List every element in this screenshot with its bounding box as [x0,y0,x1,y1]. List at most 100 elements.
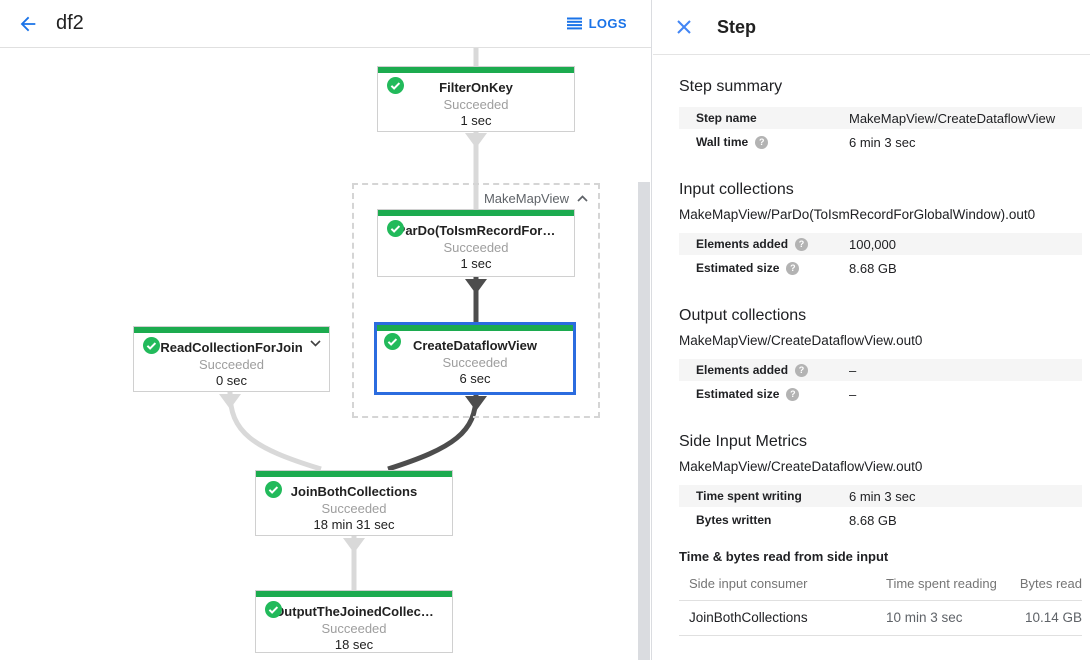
help-icon[interactable]: ? [795,363,809,377]
node-title: ReadCollectionForJoin [160,340,303,355]
collection-name: MakeMapView/CreateDataflowView.out0 [679,459,923,474]
node-title: OutputTheJoinedCollec… [274,604,434,619]
detail-row-estimated-size: Estimated size? 8.68 GB [679,257,1082,279]
row-label: Time spent writing [696,489,802,503]
row-label: Bytes written [696,513,772,527]
node-status: Succeeded [443,240,509,255]
graph-scrollbar-thumb[interactable] [638,182,650,660]
row-value: – [849,362,857,378]
row-value: 6 min 3 sec [849,488,916,504]
row-value: – [849,386,857,402]
node-title: FilterOnKey [439,80,513,95]
row-value: 6 min 3 sec [849,134,916,150]
row-label: Estimated size [696,387,780,401]
node-status: Succeeded [442,355,508,370]
job-graph-canvas: MakeMapView FilterOnKey Succeeded 1 sec [0,48,651,660]
close-icon [677,20,691,34]
arrowhead-join [343,538,365,553]
step-panel-header: Step [653,0,1090,55]
logs-list-icon [566,17,582,30]
column-header-bytes-read: Bytes read [1019,576,1082,591]
node-time: 1 sec [460,256,492,271]
cell-time-reading: 10 min 3 sec [886,610,963,625]
side-input-table-heading: Time & bytes read from side input [679,549,889,564]
step-summary-section: Step summary Step name MakeMapView/Creat… [679,78,1082,153]
logs-button-label: LOGS [588,16,627,31]
node-time: 6 sec [459,371,491,386]
collection-name: MakeMapView/CreateDataflowView.out0 [679,333,923,348]
collection-name: MakeMapView/ParDo(ToIsmRecordForGlobalWi… [679,207,1036,222]
expand-node-icon[interactable] [310,340,321,347]
section-heading: Step summary [679,78,783,95]
logs-button[interactable]: LOGS [566,16,627,31]
back-button[interactable] [12,8,44,40]
status-bar [378,210,574,216]
panel-title: Step [717,16,757,37]
section-heading: Side Input Metrics [679,433,808,450]
help-icon[interactable]: ? [786,387,800,401]
success-check-icon [265,601,282,618]
success-check-icon [265,481,282,498]
success-check-icon [387,220,404,237]
graph-node-joinbothcollections[interactable]: JoinBothCollections Succeeded 18 min 31 … [255,470,453,536]
job-header: df2 LOGS [0,0,651,48]
arrowhead-readcollection [219,394,241,409]
node-time: 1 sec [460,113,492,128]
graph-node-readcollectionforjoin[interactable]: ReadCollectionForJoin Succeeded 0 sec [133,326,330,392]
status-bar [377,325,573,331]
cell-consumer: JoinBothCollections [689,610,808,625]
arrowhead-filteronkey [465,133,487,148]
collapse-group-icon [577,195,588,202]
side-input-table: Side input consumer Time spent reading B… [679,573,1082,636]
node-title: ParDo(ToIsmRecordFor… [396,223,556,238]
column-header-consumer: Side input consumer [689,576,808,591]
graph-node-pardo[interactable]: ParDo(ToIsmRecordFor… Succeeded 1 sec [377,209,575,277]
success-check-icon [143,337,160,354]
graph-edges [219,48,487,590]
row-value: 8.68 GB [849,260,897,276]
job-graph-panel: df2 LOGS [0,0,652,660]
success-check-icon [387,77,404,94]
help-icon[interactable]: ? [786,261,800,275]
row-label: Elements added [696,363,789,377]
node-status: Succeeded [198,357,265,372]
step-details-panel: Step Step summary Step name MakeMapView/… [653,0,1090,660]
section-heading: Input collections [679,181,794,198]
row-label: Step name [696,111,757,125]
graph-node-createdataflowview[interactable]: CreateDataflowView Succeeded 6 sec [374,322,576,395]
node-status: Succeeded [443,97,509,112]
node-title: JoinBothCollections [290,484,418,499]
row-value: 8.68 GB [849,512,897,528]
detail-row-elements-added: Elements added? – [679,359,1082,381]
status-bar [378,67,574,73]
node-time: 18 min 31 sec [313,517,395,532]
group-label: MakeMapView [483,191,569,206]
input-collections-section: Input collections MakeMapView/ParDo(ToIs… [679,181,1082,279]
table-row: JoinBothCollections 10 min 3 sec 10.14 G… [679,601,1082,636]
detail-row-wall-time: Wall time? 6 min 3 sec [679,131,1082,153]
detail-row-estimated-size: Estimated size? – [679,383,1082,405]
job-title: df2 [56,12,84,34]
help-icon[interactable]: ? [755,135,769,149]
makemapview-group: MakeMapView [352,183,600,418]
help-icon[interactable]: ? [795,237,809,251]
node-status: Succeeded [321,621,387,636]
row-label: Estimated size [696,261,780,275]
close-panel-button[interactable] [673,16,695,38]
makemapview-group-header[interactable]: MakeMapView [484,191,588,206]
status-bar [134,327,329,333]
detail-row-time-spent-writing: Time spent writing 6 min 3 sec [679,485,1082,507]
cell-bytes-read: 10.14 GB [1024,610,1082,625]
edge-readcollection-to-join [227,391,322,472]
graph-node-filteronkey[interactable]: FilterOnKey Succeeded 1 sec [377,66,575,132]
step-panel-body: Step summary Step name MakeMapView/Creat… [653,55,1090,636]
arrowhead-createview [465,396,487,411]
graph-node-outputthejoinedcollection[interactable]: OutputTheJoinedCollec… Succeeded 18 sec [255,590,453,653]
row-value: MakeMapView/CreateDataflowView [849,110,1056,126]
row-label: Elements added [696,237,789,251]
row-label: Wall time [696,135,749,149]
node-title: CreateDataflowView [412,338,538,353]
detail-row-elements-added: Elements added? 100,000 [679,233,1082,255]
status-bar [256,591,452,597]
